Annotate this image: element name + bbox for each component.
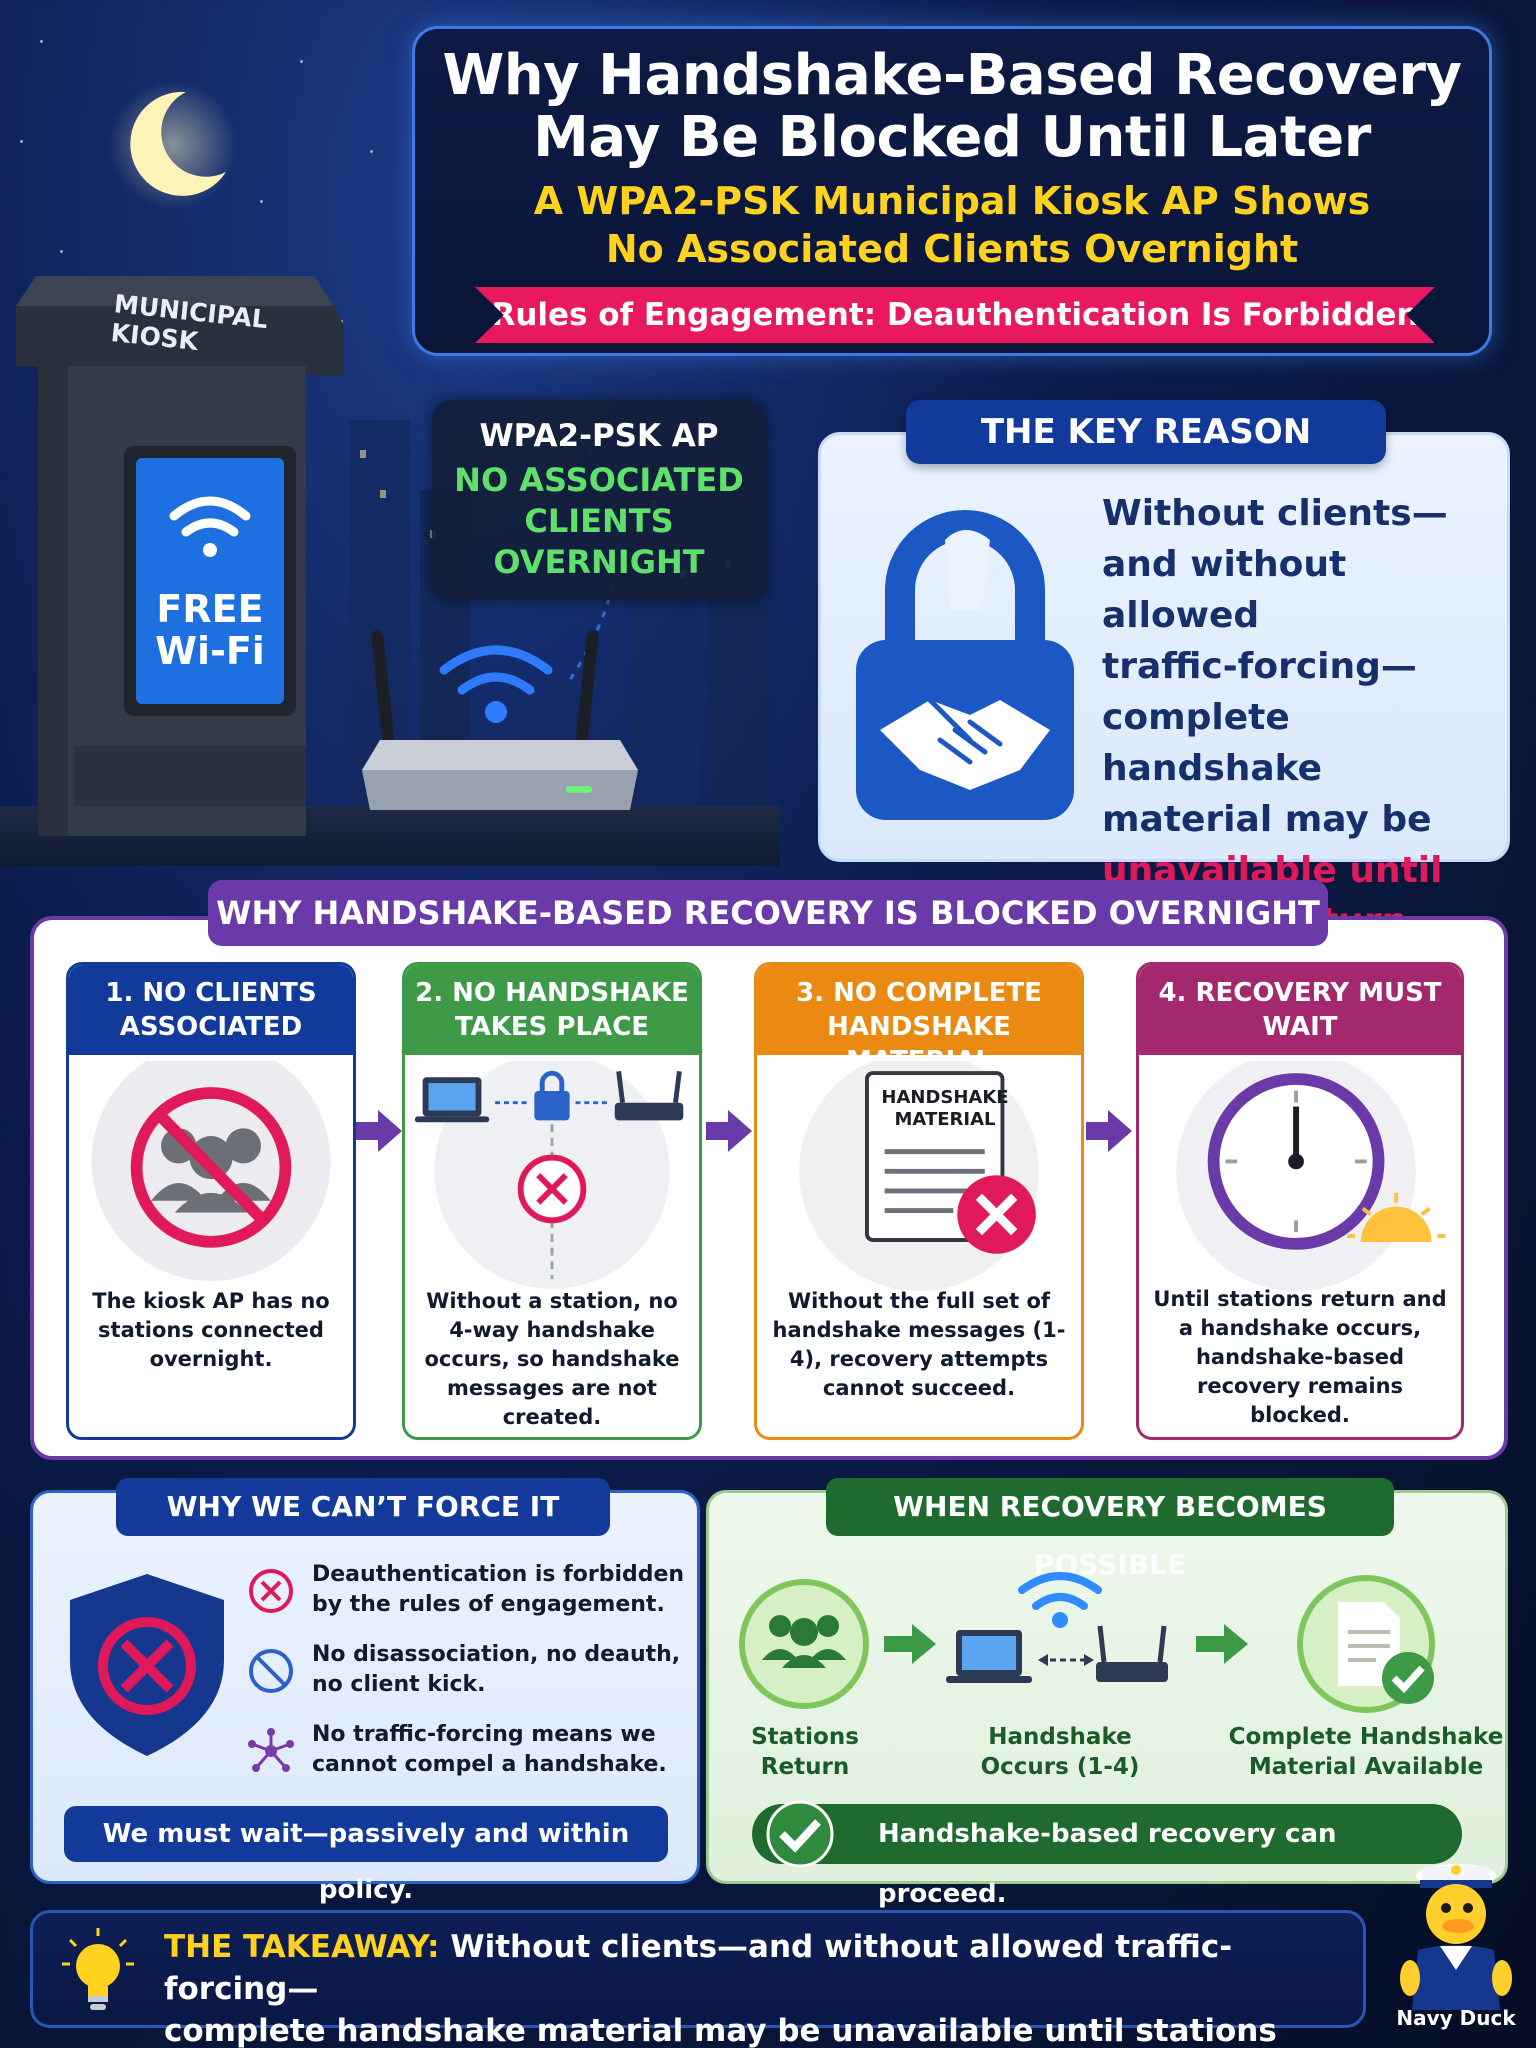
force-item-2-line-2: no client kick.: [312, 1672, 486, 1697]
key-line-5: material may be: [1102, 799, 1432, 840]
force-item-3-line-1: No traffic-forcing means we: [312, 1722, 656, 1747]
recovery-possible-title: WHEN RECOVERY BECOMES POSSIBLE: [826, 1478, 1394, 1581]
subtitle-line-1: A WPA2-PSK Municipal Kiosk AP Shows: [533, 179, 1371, 223]
step-no-material: 3. NO COMPLETE HANDSHAKE MATERIAL HANDSH…: [754, 962, 1084, 1440]
force-item-1-line-2: by the rules of engagement.: [312, 1592, 665, 1617]
cant-force-title: WHY WE CAN’T FORCE IT: [116, 1478, 610, 1536]
force-item-deauth: Deauthentication is forbidden by the rul…: [246, 1560, 686, 1620]
arrow-right-icon: [706, 1110, 752, 1152]
blocked-overnight-title: WHY HANDSHAKE-BASED RECOVERY IS BLOCKED …: [208, 880, 1328, 946]
force-item-1-line-1: Deauthentication is forbidden: [312, 1562, 685, 1587]
step-2-text: Without a station, no 4-way handshake oc…: [424, 1289, 680, 1429]
ap-label: WPA2-PSK AP: [479, 418, 719, 454]
title-line-1: Why Handshake-Based Recovery: [442, 43, 1462, 108]
screen-line-1: FREE: [156, 587, 264, 631]
key-line-2: and without allowed: [1102, 544, 1347, 636]
check-circle-icon: [766, 1800, 834, 1868]
step-1-text: The kiosk AP has no stations connected o…: [92, 1289, 330, 1371]
clock-sunrise-icon: [1176, 1061, 1446, 1292]
no-entry-icon: [249, 1649, 293, 1693]
step-3-text: Without the full set of handshake messag…: [772, 1289, 1066, 1400]
step-1-head-2: ASSOCIATED: [119, 1012, 303, 1042]
step-2-head-2: TAKES PLACE: [454, 1012, 650, 1042]
router-icon: [362, 630, 638, 810]
stage-2-line-1: Handshake: [988, 1724, 1132, 1750]
arrow-right-icon: [1086, 1110, 1132, 1152]
missing-document-icon: [799, 1061, 1039, 1292]
blocked-handshake-icon: [414, 1061, 684, 1289]
step-4-text: Until stations return and a handshake oc…: [1153, 1287, 1447, 1427]
key-reason-text: Without clients— and without allowed tra…: [1102, 488, 1502, 947]
step-no-clients: 1. NO CLIENTS ASSOCIATED The kiosk AP ha…: [66, 962, 356, 1440]
handshake-occurs-icon: [946, 1572, 1168, 1683]
step-2-head-1: 2. NO HANDSHAKE: [415, 978, 689, 1008]
mascot-label: Navy Duck: [1396, 2006, 1516, 2030]
ap-status-line-1: NO ASSOCIATED: [454, 461, 744, 499]
navy-duck-mascot: [1400, 1864, 1512, 2010]
free-wifi-screen: FREE Wi-Fi: [136, 588, 284, 672]
lightbulb-icon: [62, 1928, 134, 2010]
municipal-kiosk-illustration: [16, 276, 344, 836]
network-icon: [248, 1728, 294, 1772]
takeaway-keyword: THE TAKEAWAY:: [164, 1929, 440, 1965]
no-users-icon: [91, 1061, 331, 1281]
stage-2-line-2: Occurs (1-4): [980, 1754, 1140, 1780]
document-check-icon: [1297, 1575, 1435, 1713]
step-1-head-1: 1. NO CLIENTS: [105, 978, 317, 1008]
title-box: Why Handshake-Based Recovery May Be Bloc…: [412, 26, 1492, 356]
stage-1-line-2: Return: [760, 1754, 850, 1780]
doc-line-2: MATERIAL: [894, 1109, 996, 1130]
wait-policy-bar: We must wait—passively and within policy…: [64, 1806, 668, 1905]
key-line-3: traffic-forcing—: [1102, 646, 1417, 687]
stage-handshake-occurs: Handshake Occurs (1-4): [960, 1722, 1160, 1782]
subtitle-line-2: No Associated Clients Overnight: [605, 227, 1299, 271]
ap-status-line-3: OVERNIGHT: [493, 543, 705, 581]
key-line-4: complete handshake: [1102, 697, 1323, 789]
users-return-icon: [739, 1579, 869, 1709]
ap-status-callout: WPA2-PSK AP NO ASSOCIATED CLIENTS OVERNI…: [432, 400, 766, 600]
stage-3-line-2: Material Available: [1248, 1754, 1484, 1780]
force-item-2-line-1: No disassociation, no deauth,: [312, 1642, 681, 1667]
x-circle-icon: [249, 1569, 293, 1613]
title-line-2: May Be Blocked Until Later: [533, 105, 1371, 170]
stage-3-line-1: Complete Handshake: [1228, 1724, 1504, 1750]
crescent-moon-icon: [109, 81, 237, 209]
force-item-disassoc: No disassociation, no deauth, no client …: [246, 1640, 686, 1700]
step-4-head-1: 4. RECOVERY MUST: [1158, 978, 1442, 1008]
stage-stations-return: Stations Return: [720, 1722, 890, 1782]
ap-status-line-2: CLIENTS: [524, 502, 674, 540]
rules-of-engagement-banner: Rules of Engagement: Deauthentication Is…: [475, 287, 1435, 343]
takeaway-line-1: Without clients—and without allowed traf…: [164, 1929, 1233, 2007]
step-3-head-1: 3. NO COMPLETE: [796, 978, 1042, 1008]
key-reason-title: THE KEY REASON: [906, 400, 1386, 464]
step-recovery-wait: 4. RECOVERY MUST WAIT Until stations ret…: [1136, 962, 1464, 1440]
arrow-right-icon: [1196, 1624, 1248, 1664]
lock-handshake-icon: [856, 510, 1074, 820]
stage-material-available: Complete Handshake Material Available: [1228, 1722, 1504, 1782]
doc-label: HANDSHAKE MATERIAL: [875, 1087, 1015, 1131]
key-line-1: Without clients—: [1102, 493, 1448, 534]
step-4-head-2: WAIT: [1262, 1012, 1338, 1042]
arrow-right-icon: [884, 1624, 936, 1664]
takeaway-text: THE TAKEAWAY: Without clients—and withou…: [164, 1926, 1344, 2048]
shield-x-icon: [70, 1574, 224, 1756]
force-item-traffic: No traffic-forcing means we cannot compe…: [246, 1720, 686, 1780]
force-item-3-line-2: cannot compel a handshake.: [312, 1752, 667, 1777]
doc-line-1: HANDSHAKE: [881, 1087, 1009, 1108]
stage-1-line-1: Stations: [751, 1724, 859, 1750]
screen-line-2: Wi-Fi: [155, 629, 265, 673]
step-no-handshake: 2. NO HANDSHAKE TAKES PLACE Without a st…: [402, 962, 702, 1440]
takeaway-panel: [30, 1910, 1366, 2028]
takeaway-line-2: complete handshake material may be unava…: [164, 2013, 1277, 2048]
recovery-proceed-bar: Handshake-based recovery can proceed.: [752, 1804, 1462, 1909]
arrow-right-icon: [356, 1110, 402, 1152]
